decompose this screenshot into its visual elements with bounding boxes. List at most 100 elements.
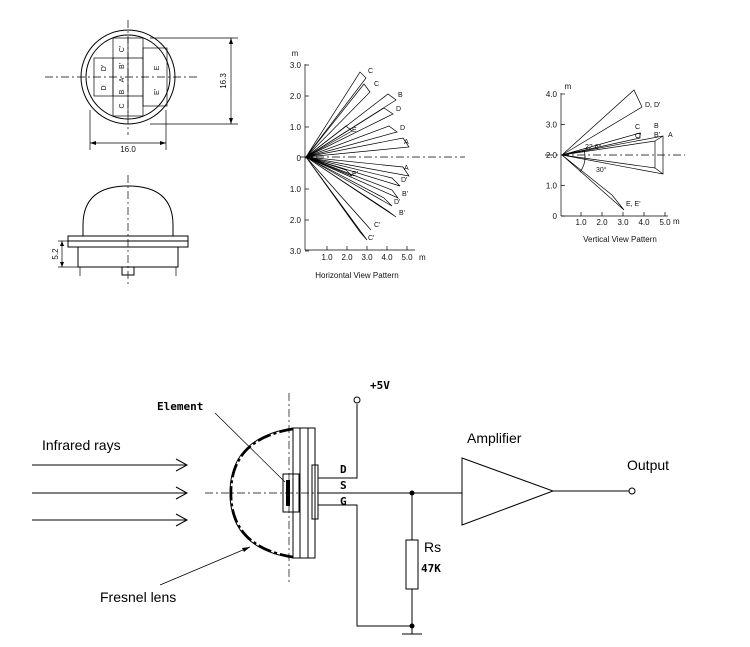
zone-label-e: E <box>154 65 161 70</box>
horizontal-beam <box>305 125 398 158</box>
pin-d-label: D <box>340 463 347 476</box>
package-top-view: C' B' A B C D D' E E' 16.3 16.0 <box>45 20 238 154</box>
horizontal-beam-label: C' <box>374 222 380 229</box>
vertical-y-tick-label: 1.0 <box>546 182 558 191</box>
supply-label: +5V <box>370 379 390 392</box>
infrared-arrows <box>32 458 189 527</box>
horizontal-y-tick-label: 3.0 <box>290 61 302 70</box>
amplifier-symbol <box>461 457 555 526</box>
zone-label-a: A <box>119 77 126 82</box>
element-label: Element <box>157 400 203 413</box>
resistor-label: Rs <box>424 539 441 555</box>
wire-gate <box>318 504 412 627</box>
horizontal-beam-label: D' <box>401 177 407 184</box>
horizontal-x-tick-label: 2.0 <box>341 253 353 262</box>
vertical-y-unit: m <box>565 82 572 91</box>
horizontal-x-tick-label: 1.0 <box>321 253 333 262</box>
horizontal-y-tick-label: 1.0 <box>290 185 302 194</box>
vertical-beam <box>561 89 643 156</box>
horizontal-beam-label: C' <box>368 235 374 242</box>
vertical-beam <box>561 140 656 169</box>
zone-label-d: D <box>101 85 108 90</box>
pin-g-label: G <box>340 495 347 508</box>
vertical-angle-lower: 30° <box>596 166 607 174</box>
horizontal-beam-label: C <box>374 81 379 88</box>
output-terminal <box>628 487 636 495</box>
element-leader <box>214 412 286 483</box>
vertical-angle-upper: 22.6° <box>585 143 602 151</box>
horizontal-y-tick-label: 0 <box>297 154 302 163</box>
horizontal-beam <box>305 156 368 241</box>
amplifier-label: Amplifier <box>467 430 522 446</box>
supply-terminal <box>353 396 361 404</box>
horizontal-beam-label: B' <box>402 191 408 198</box>
horizontal-beam <box>305 156 393 207</box>
vertical-beam <box>561 135 664 175</box>
horizontal-beam-label: D <box>396 106 401 113</box>
vertical-x-tick-label: 2.0 <box>596 218 608 227</box>
vertical-beam-label: B <box>654 123 659 130</box>
vertical-beam-label: B' <box>654 132 660 139</box>
pin-s-label: S <box>340 479 347 492</box>
horizontal-x-tick-label: 4.0 <box>381 253 393 262</box>
vertical-y-tick-label: 4.0 <box>546 90 558 99</box>
horizontal-y-tick-label: 3.0 <box>290 247 302 256</box>
horizontal-pattern-title: Horizontal View Pattern <box>315 271 398 280</box>
horizontal-x-unit: m <box>419 253 426 262</box>
sensor-pin-block <box>311 464 319 520</box>
horizontal-beam <box>305 71 367 158</box>
lens-right-column <box>142 47 168 107</box>
fresnel-leader <box>159 546 251 586</box>
vertical-x-tick-label: 4.0 <box>638 218 650 227</box>
horizontal-y-tick-label: 2.0 <box>290 216 302 225</box>
vertical-beam-label: C <box>635 124 640 131</box>
vertical-beam <box>561 154 625 211</box>
vertical-x-tick-label: 5.0 <box>659 218 671 227</box>
wire-drain <box>318 404 358 479</box>
fresnel-lens-label: Fresnel lens <box>100 589 176 605</box>
horizontal-beam <box>305 125 353 158</box>
horizontal-beam-label: C <box>368 68 373 75</box>
zone-label-e-prime: E' <box>154 89 161 95</box>
lens-left-column <box>93 57 114 97</box>
resistor-value: 47K <box>421 562 441 575</box>
horizontal-beam <box>305 137 410 158</box>
horizontal-beam-label: D' <box>394 199 400 206</box>
horizontal-beam <box>305 156 400 199</box>
vertical-beam-label: E, E' <box>626 201 641 208</box>
sensor-element-box <box>282 473 300 513</box>
horizontal-beam-label: B' <box>399 210 405 217</box>
circuit-diagram: Infrared rays Element Fresnel lens +5V D… <box>32 379 669 635</box>
zone-label-c-prime: C' <box>119 46 126 52</box>
horizontal-beam-label: E' <box>352 171 358 178</box>
vertical-beam-label: A <box>668 132 673 139</box>
horizontal-beam-label: E <box>352 127 357 134</box>
vertical-y-tick-label: 3.0 <box>546 121 558 130</box>
horizontal-y-tick-label: 2.0 <box>290 92 302 101</box>
vertical-pattern-title: Vertical View Pattern <box>583 235 657 244</box>
horizontal-x-tick-label: 3.0 <box>361 253 373 262</box>
package-side-view: 5.2 <box>51 175 189 285</box>
vertical-beam <box>561 132 641 156</box>
horizontal-beam <box>305 156 372 231</box>
horizontal-x-tick-label: 5.0 <box>401 253 413 262</box>
vertical-beam-label: C' <box>635 133 641 140</box>
vertical-x-tick-label: 3.0 <box>617 218 629 227</box>
vertical-y-tick-label: 0 <box>553 212 558 221</box>
dimension-height: 16.3 <box>219 73 228 89</box>
vertical-y-tick-label: 2.0 <box>546 151 558 160</box>
horizontal-beam-label: A <box>404 165 409 172</box>
horizontal-beam <box>305 83 371 158</box>
dimension-dome: 5.2 <box>51 248 60 260</box>
sensor-element <box>286 480 290 506</box>
vertical-x-tick-label: 1.0 <box>575 218 587 227</box>
horizontal-beam <box>305 156 410 177</box>
horizontal-beam-label: A <box>404 139 409 146</box>
horizontal-beam-label: D <box>400 125 405 132</box>
horizontal-beam <box>305 107 394 158</box>
zone-label-d-prime: D' <box>101 65 108 71</box>
zone-label-b-prime: B' <box>119 63 126 69</box>
